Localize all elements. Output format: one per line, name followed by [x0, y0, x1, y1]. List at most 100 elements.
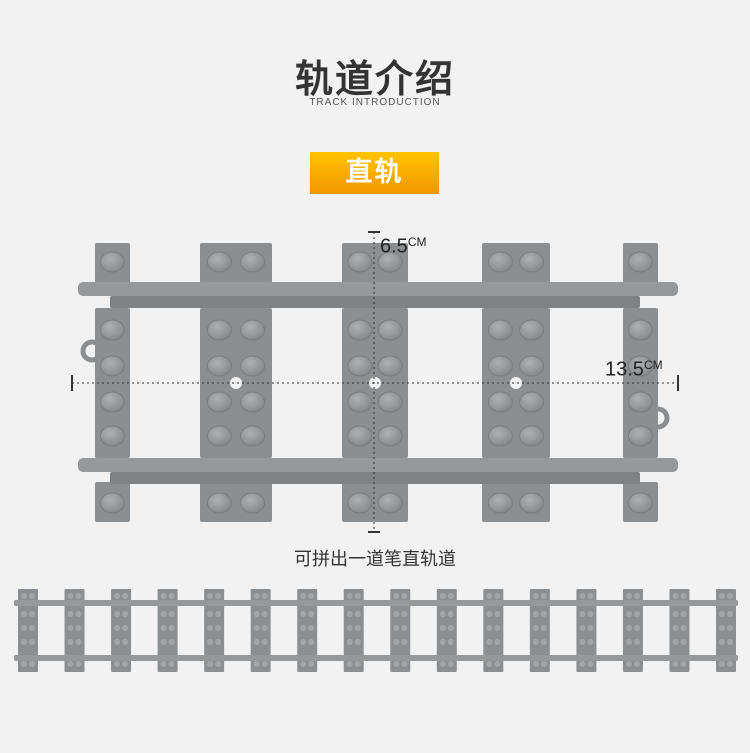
stud: [240, 319, 266, 341]
mini-stud: [393, 661, 400, 667]
mini-stud: [625, 593, 632, 599]
mini-stud: [719, 625, 725, 631]
mini-stud: [67, 593, 74, 599]
mini-stud: [727, 593, 733, 599]
mini-stud: [29, 593, 35, 599]
stud: [628, 425, 653, 447]
mini-stud: [540, 611, 547, 617]
mini-stud: [160, 639, 167, 645]
mini-stud: [439, 625, 446, 631]
mini-top-rail: [14, 600, 738, 606]
stud: [377, 492, 403, 514]
mini-stud: [439, 661, 446, 667]
mini-stud: [122, 625, 129, 631]
mini-stud: [261, 625, 268, 631]
mini-stud: [354, 593, 361, 599]
mini-sleeper: [18, 589, 38, 672]
mini-stud: [393, 593, 400, 599]
mini-stud: [625, 611, 632, 617]
top-rail-base: [110, 296, 640, 308]
mini-sleeper: [436, 589, 457, 672]
mini-stud: [168, 593, 175, 599]
mini-stud: [122, 593, 129, 599]
mini-stud: [114, 611, 121, 617]
mini-stud: [439, 639, 446, 645]
stud: [519, 425, 545, 447]
mini-stud: [727, 611, 733, 617]
page-subtitle: TRACK INTRODUCTION: [309, 97, 441, 108]
mini-stud: [532, 593, 539, 599]
stud: [240, 355, 266, 377]
mini-stud: [633, 625, 640, 631]
mini-stud: [21, 625, 27, 631]
stud: [347, 391, 373, 413]
mini-stud: [168, 639, 175, 645]
stud: [487, 391, 513, 413]
mini-stud: [532, 661, 539, 667]
mini-stud: [540, 661, 547, 667]
mini-stud: [160, 593, 167, 599]
caption-text: 可拼出一道笔直轨道: [294, 549, 456, 570]
mini-stud: [587, 611, 594, 617]
axle-hole: [369, 377, 381, 389]
mini-stud: [579, 593, 586, 599]
mini-stud: [680, 625, 687, 631]
mini-sleeper: [622, 589, 643, 672]
mini-stud: [727, 639, 733, 645]
length-dimension-label: 13.5CM: [605, 358, 663, 381]
stud: [628, 355, 653, 377]
mini-stud: [587, 639, 594, 645]
stud: [519, 319, 545, 341]
stud: [100, 319, 125, 341]
stud: [206, 319, 232, 341]
mini-stud: [207, 639, 214, 645]
mini-stud: [672, 639, 679, 645]
stud: [519, 391, 545, 413]
mini-stud: [532, 611, 539, 617]
mini-stud: [160, 661, 167, 667]
mini-stud: [579, 611, 586, 617]
mini-stud: [122, 639, 129, 645]
mini-sleeper: [297, 589, 318, 672]
mini-stud: [633, 661, 640, 667]
mini-stud: [540, 593, 547, 599]
mini-stud: [346, 593, 353, 599]
mini-stud: [672, 593, 679, 599]
mini-stud: [300, 611, 307, 617]
stud: [347, 492, 373, 514]
mini-stud: [579, 661, 586, 667]
mini-stud: [719, 639, 725, 645]
mini-stud: [494, 625, 501, 631]
mini-stud: [680, 593, 687, 599]
mini-stud: [494, 661, 501, 667]
stud: [628, 251, 653, 273]
mini-stud: [447, 625, 454, 631]
stud: [487, 251, 513, 273]
mini-stud: [29, 625, 35, 631]
mini-stud: [354, 661, 361, 667]
mini-stud: [540, 639, 547, 645]
mini-stud: [719, 593, 725, 599]
mini-stud: [680, 611, 687, 617]
mini-stud: [625, 639, 632, 645]
mini-stud: [215, 593, 222, 599]
mini-stud: [21, 661, 27, 667]
mini-stud: [253, 639, 260, 645]
mini-stud: [75, 639, 82, 645]
mini-bottom-rail: [14, 655, 738, 661]
stud: [487, 319, 513, 341]
mini-sleeper: [669, 589, 690, 672]
mini-stud: [67, 625, 74, 631]
mini-stud: [168, 611, 175, 617]
mini-sleeper: [716, 589, 736, 672]
mini-stud: [300, 661, 307, 667]
mini-stud: [114, 661, 121, 667]
stud: [240, 492, 266, 514]
mini-stud: [401, 661, 408, 667]
mini-stud: [579, 639, 586, 645]
mini-stud: [672, 611, 679, 617]
stud: [347, 355, 373, 377]
page-title: 轨道介绍: [294, 57, 455, 101]
mini-stud: [346, 611, 353, 617]
stud: [519, 355, 545, 377]
